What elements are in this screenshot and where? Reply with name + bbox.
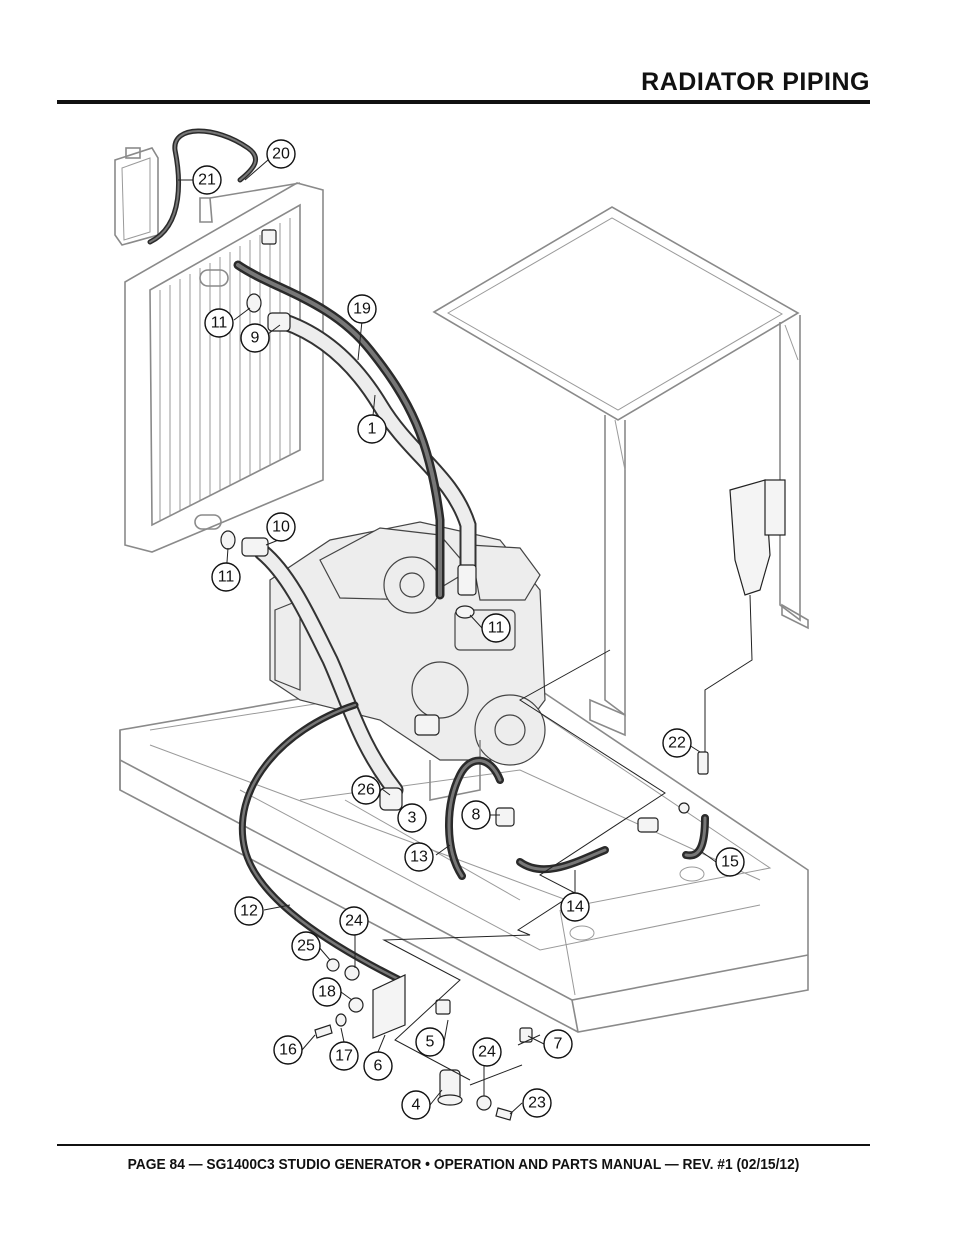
callout-3: 3 — [397, 803, 427, 833]
callout-17: 17 — [329, 1041, 359, 1071]
callout-20: 20 — [266, 139, 296, 169]
callout-label: 5 — [426, 1034, 435, 1051]
callout-label: 24 — [345, 913, 363, 930]
callout-23: 23 — [522, 1088, 552, 1118]
callout-label: 12 — [240, 903, 258, 920]
callout-label: 10 — [272, 519, 290, 536]
callout-label: 8 — [472, 807, 481, 824]
callout-21: 21 — [192, 165, 222, 195]
callout-9: 9 — [240, 323, 270, 353]
callout-8: 8 — [461, 800, 491, 830]
callout-7: 7 — [543, 1029, 573, 1059]
callout-13: 13 — [404, 842, 434, 872]
hose-13 — [445, 756, 504, 880]
callout-22: 22 — [662, 728, 692, 758]
callout-label: 16 — [279, 1042, 297, 1059]
callout-label: 18 — [318, 984, 336, 1001]
callout-26: 26 — [351, 775, 381, 805]
callout-label: 9 — [251, 330, 260, 347]
callout-label: 14 — [566, 899, 584, 916]
callout-label: 20 — [272, 146, 290, 163]
callout-18: 18 — [312, 977, 342, 1007]
callout-label: 6 — [374, 1058, 383, 1075]
callout-label: 3 — [408, 810, 417, 827]
callout-19: 19 — [347, 294, 377, 324]
callout-4: 4 — [401, 1090, 431, 1120]
callout-1: 1 — [357, 414, 387, 444]
callout-11-top: 11 — [204, 308, 234, 338]
callout-label: 1 — [368, 421, 377, 438]
callout-label: 7 — [554, 1036, 563, 1053]
hose-upper-radiator — [276, 313, 477, 584]
callout-24-bottom: 24 — [472, 1037, 502, 1067]
page-title: RADIATOR PIPING — [641, 68, 870, 96]
hose-15 — [682, 814, 709, 860]
callout-6: 6 — [363, 1051, 393, 1081]
enclosure-frame — [432, 206, 809, 737]
callout-label: 11 — [488, 620, 505, 637]
hose-14 — [516, 846, 609, 874]
callout-15: 15 — [715, 847, 745, 877]
callout-5: 5 — [415, 1027, 445, 1057]
callout-label: 22 — [668, 735, 686, 752]
hose-drain-12 — [238, 701, 404, 984]
callout-25: 25 — [291, 931, 321, 961]
callout-label: 11 — [218, 569, 235, 586]
callout-14: 14 — [560, 892, 590, 922]
callout-11-engine: 11 — [481, 613, 511, 643]
header-rule — [57, 100, 870, 104]
callout-label: 11 — [211, 315, 228, 332]
fittings — [220, 229, 786, 1121]
callout-label: 23 — [528, 1095, 546, 1112]
callout-label: 26 — [357, 782, 375, 799]
hose-overflow — [147, 128, 259, 245]
callout-label: 25 — [297, 938, 315, 955]
callout-label: 15 — [721, 854, 739, 871]
callout-label: 21 — [198, 172, 216, 189]
footer-rule — [57, 1144, 870, 1146]
engine — [269, 521, 546, 801]
callout-label: 17 — [335, 1048, 353, 1065]
hose-bypass — [233, 260, 445, 600]
callout-label: 13 — [410, 849, 428, 866]
page-footer: PAGE 84 — SG1400C3 STUDIO GENERATOR • OP… — [127, 1156, 800, 1173]
callout-11-left: 11 — [211, 562, 241, 592]
callout-label: 24 — [478, 1044, 496, 1061]
hose-lower-radiator — [253, 543, 404, 799]
callout-label: 4 — [412, 1097, 421, 1114]
callout-10: 10 — [266, 512, 296, 542]
callout-24-top: 24 — [339, 906, 369, 936]
callout-label: 19 — [353, 301, 371, 318]
callout-16: 16 — [273, 1035, 303, 1065]
callout-12: 12 — [234, 896, 264, 926]
